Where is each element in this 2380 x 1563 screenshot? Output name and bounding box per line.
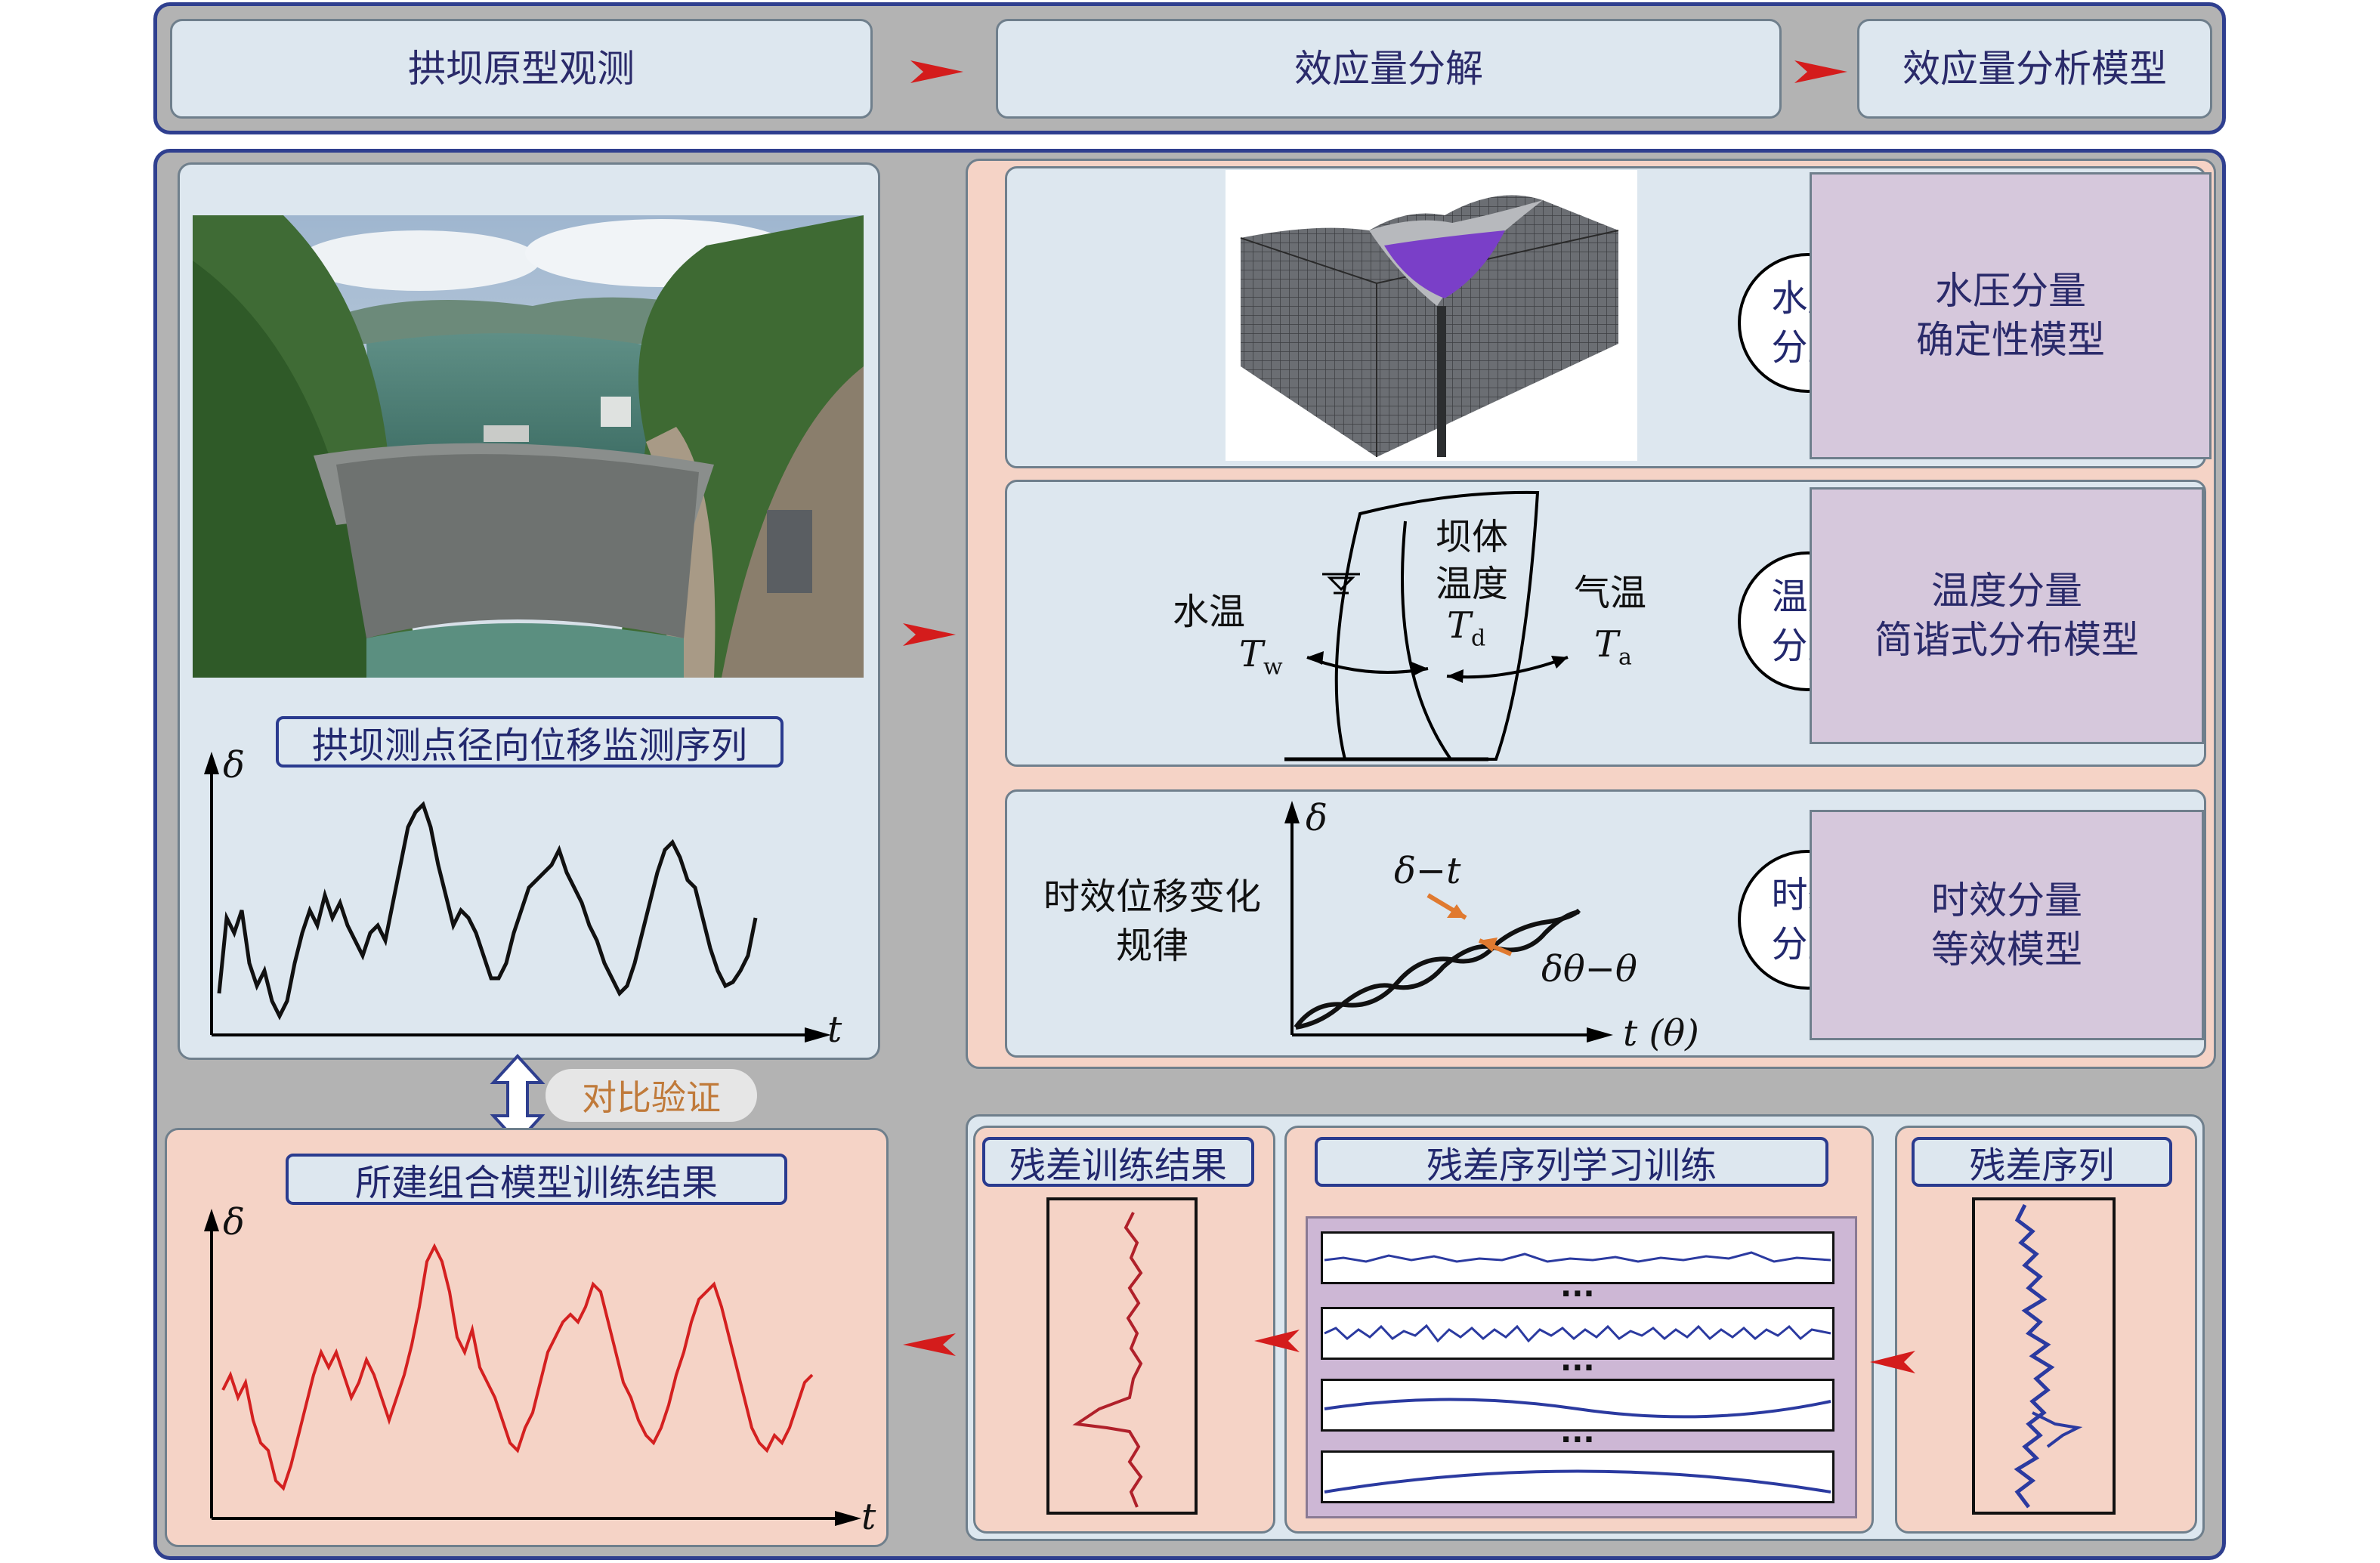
aging-curve-2-label: δθ−θ [1541, 948, 1637, 990]
y-axis-label: δ [223, 744, 245, 786]
arrow-icon [1794, 60, 1847, 83]
ellipsis-3: ··· [1560, 1422, 1595, 1457]
x-axis-label: t [827, 1009, 842, 1051]
ellipsis-2: ··· [1560, 1351, 1595, 1385]
monitoring-series-chart [204, 752, 831, 1043]
residual-result-frame [1046, 1197, 1198, 1515]
training-result-chart [204, 1209, 861, 1526]
arrow-left-icon [1870, 1351, 1915, 1373]
aging-curve-2 [1295, 910, 1580, 1030]
monitoring-series-tag: 拱坝测点径向位移监测序列 [276, 716, 784, 768]
residual-series-frame [1972, 1197, 2116, 1515]
learning-track-3 [1321, 1379, 1834, 1432]
result-curve [221, 1243, 814, 1491]
learning-track-1 [1321, 1231, 1834, 1284]
y-axis-label: δ [223, 1201, 245, 1243]
air-temp-label: 气温 [1574, 572, 1647, 614]
dam-temp-symbol: Td [1447, 604, 1486, 652]
dam-fem-model [1226, 170, 1637, 461]
dam-temp-label: 坝体温度 [1436, 516, 1509, 606]
learning-track-4 [1321, 1450, 1834, 1503]
hydro-model-box: 水压分量确定性模型 [1810, 172, 2212, 459]
aging-law-label: 时效位移变化规律 [1043, 876, 1261, 967]
compare-validation-label: 对比验证 [546, 1069, 757, 1122]
ellipsis-1: ··· [1560, 1277, 1595, 1311]
residual-result-tag: 残差训练结果 [982, 1137, 1254, 1187]
arch-dam-photo [193, 215, 864, 678]
aging-curve-1-label: δ−t [1394, 850, 1461, 892]
aging-model-box: 时效分量等效模型 [1810, 810, 2204, 1040]
training-result-tag: 所建组合模型训练结果 [286, 1154, 787, 1205]
step-effect-decomposition: 效应量分解 [996, 19, 1782, 119]
aging-y-axis-label: δ [1306, 797, 1328, 839]
arrow-icon [903, 623, 956, 646]
step-effect-analysis-model: 效应量分析模型 [1857, 19, 2212, 119]
residual-result-curve [1072, 1212, 1143, 1508]
learning-tag: 残差序列学习训练 [1315, 1137, 1828, 1187]
displacement-curve [217, 801, 758, 1021]
water-temp-symbol: Tw [1239, 633, 1283, 681]
x-axis-label: t [861, 1496, 876, 1538]
aging-chart [1284, 801, 1613, 1043]
arrow-left-icon [1254, 1330, 1300, 1352]
air-temp-symbol: Ta [1594, 623, 1632, 671]
water-temp-label: 水温 [1173, 591, 1246, 633]
residual-series-curve [2014, 1203, 2083, 1509]
learning-curves [1324, 1251, 1831, 1493]
arrow-icon [910, 60, 963, 83]
residual-series-tag: 残差序列 [1912, 1137, 2172, 1187]
temperature-model-box: 温度分量简谐式分布模型 [1810, 487, 2204, 744]
aging-x-axis-label: t (θ) [1623, 1012, 1699, 1055]
dam-cross-section [1284, 490, 1569, 761]
step-prototype-observation: 拱坝原型观测 [170, 19, 873, 119]
arrow-left-icon [903, 1333, 956, 1356]
